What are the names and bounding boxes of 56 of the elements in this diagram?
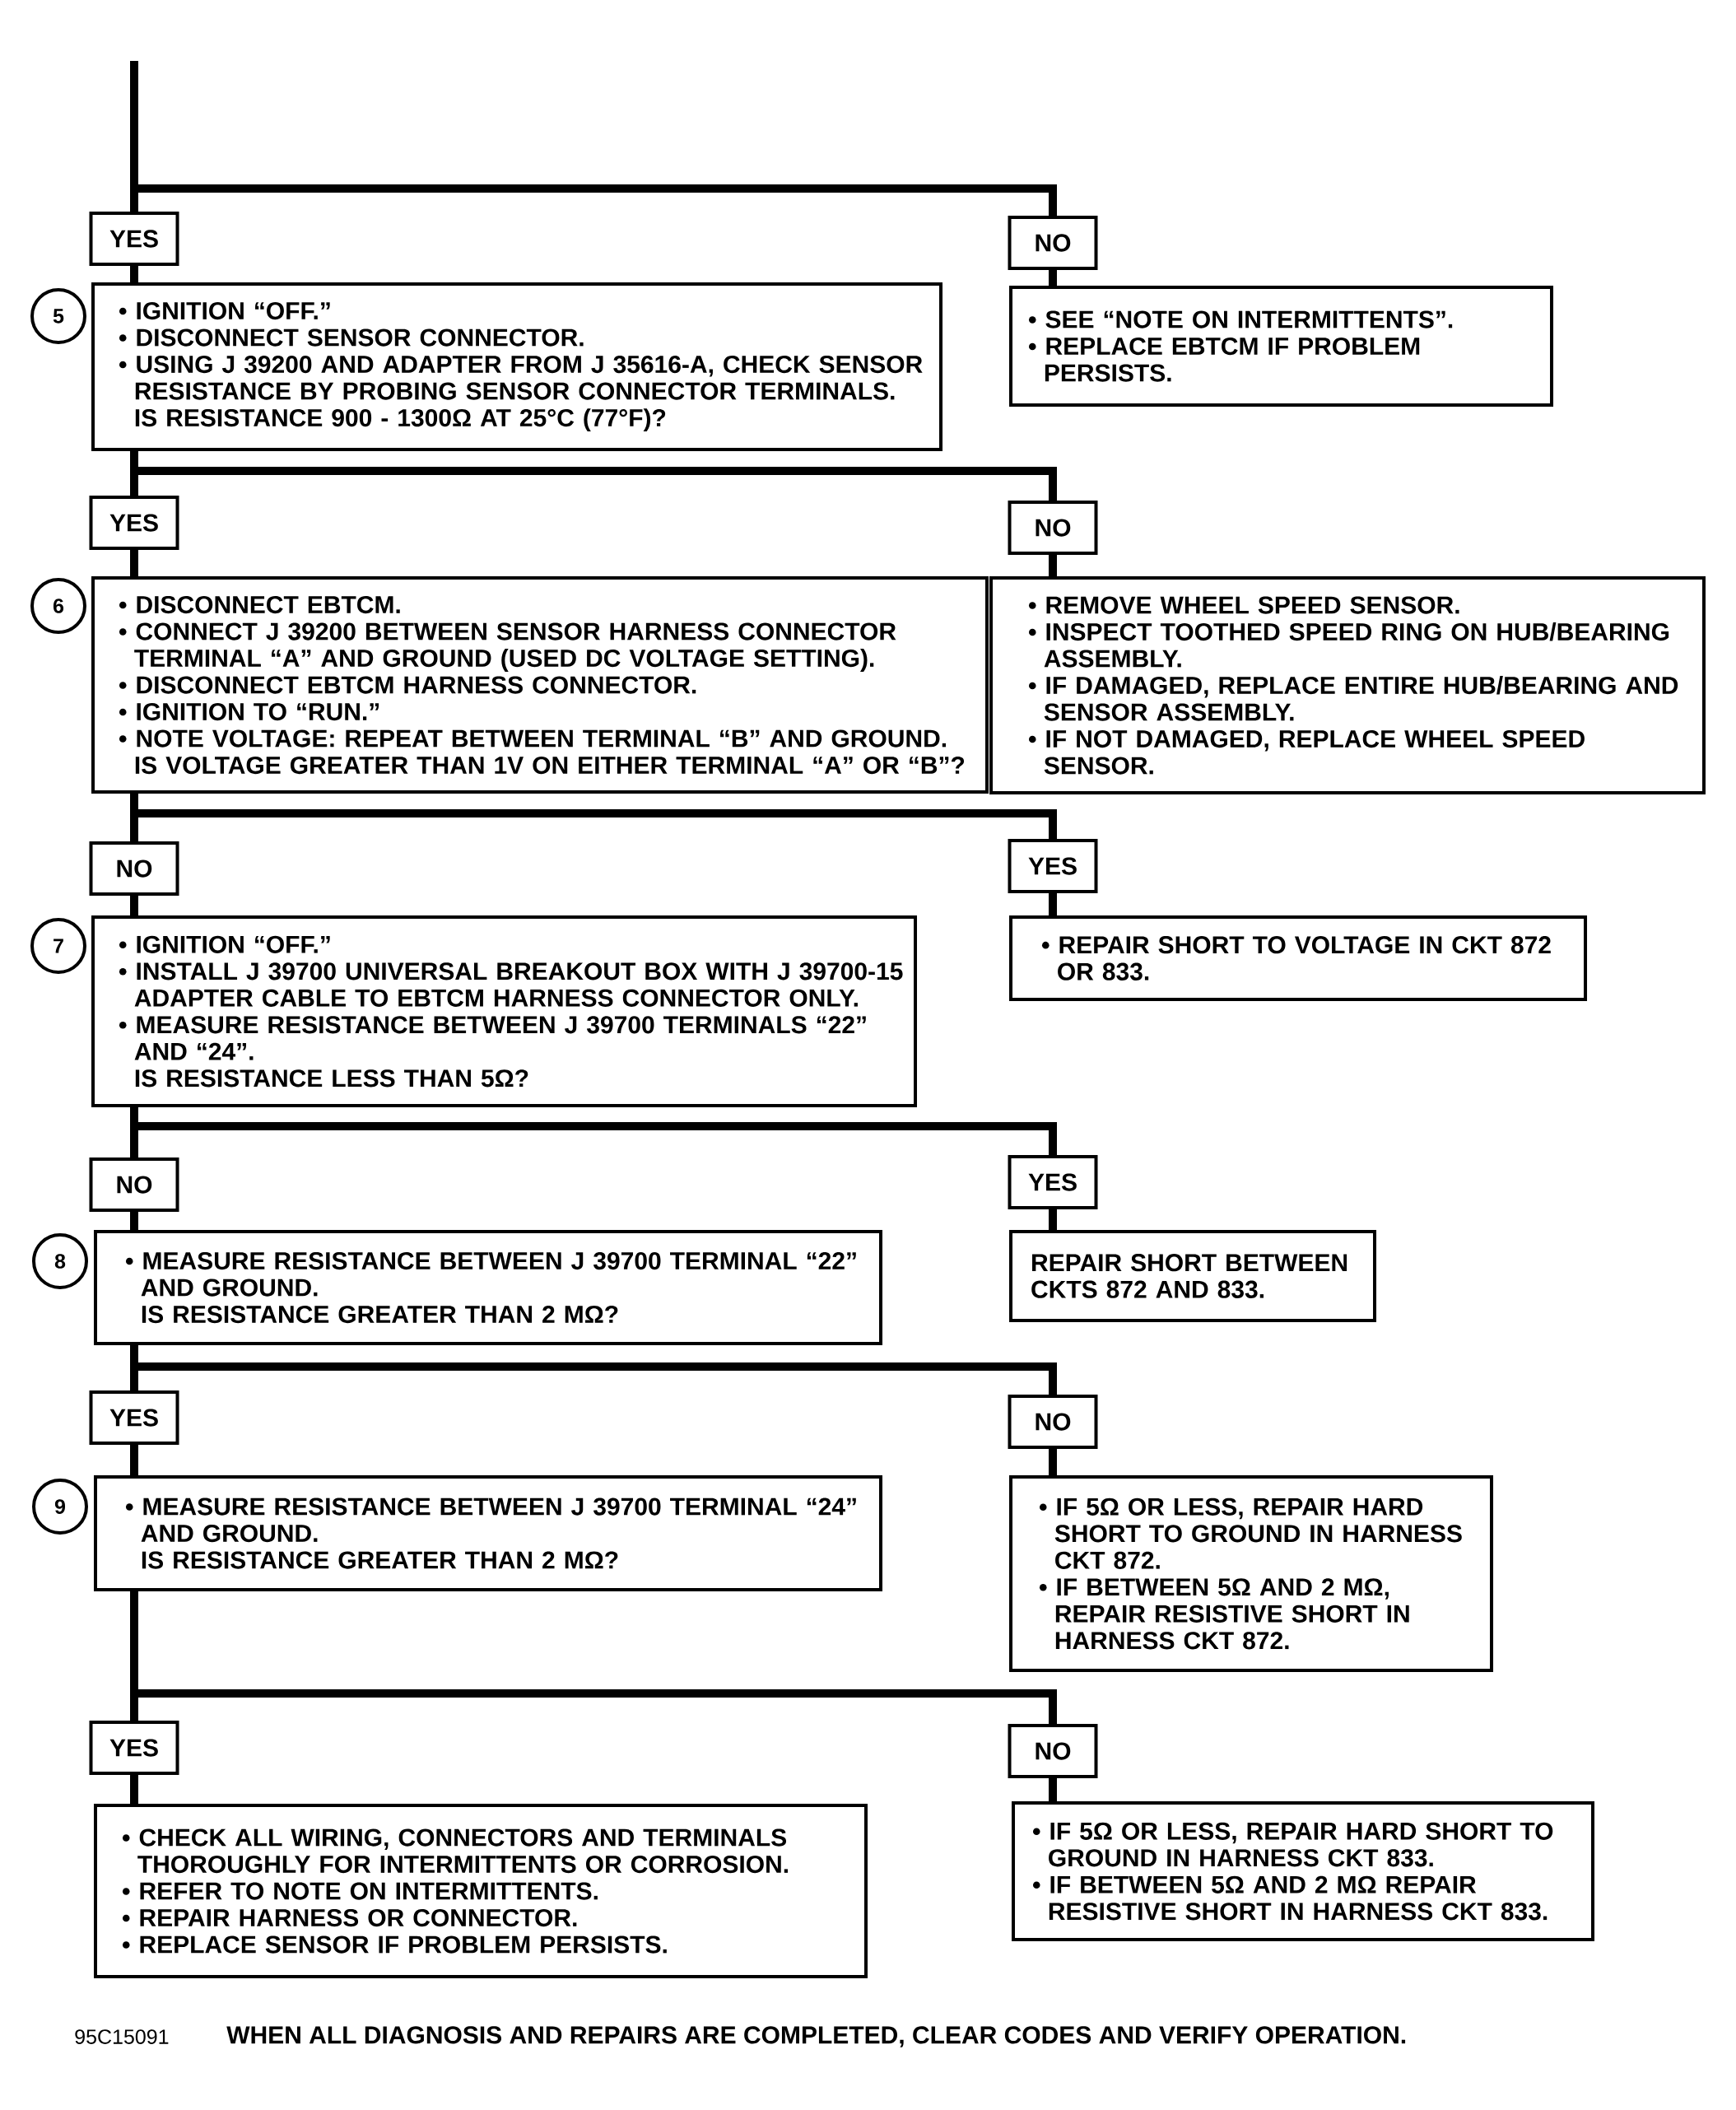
flow-line bbox=[130, 61, 138, 193]
flow-line bbox=[1049, 1449, 1057, 1475]
branch-box: NO bbox=[1008, 1724, 1098, 1779]
flow-line bbox=[130, 475, 138, 496]
action-box: • IF 5Ω OR LESS, REPAIR HARD SHORT TO GROUND IN HARNESS CKT 872. • IF BETWEEN 5Ω AND 2 MΩ, REPAIR RESISTIVE SHORT IN HARNESS CKT 872. bbox=[1009, 1475, 1493, 1672]
flow-line bbox=[130, 266, 138, 282]
flow-line bbox=[130, 193, 138, 212]
action-box: • REPAIR SHORT TO VOLTAGE IN CKT 872 OR 833. bbox=[1009, 915, 1587, 1001]
branch-box: NO bbox=[1008, 501, 1098, 555]
action-box: REPAIR SHORT BETWEEN CKTS 872 AND 833. bbox=[1009, 1230, 1376, 1322]
figure-number: 95C15091 bbox=[75, 2029, 169, 2044]
flow-line bbox=[130, 1371, 138, 1390]
branch-box: NO bbox=[1008, 1395, 1098, 1449]
flow-line bbox=[138, 184, 1057, 216]
flow-line bbox=[130, 550, 138, 576]
flow-line bbox=[1049, 1209, 1057, 1230]
flow-line bbox=[130, 1212, 138, 1230]
flow-line bbox=[1049, 1778, 1057, 1801]
flow-line bbox=[1049, 270, 1057, 286]
branch-box: YES bbox=[1008, 839, 1098, 893]
branch-box: YES bbox=[89, 212, 179, 266]
branch-box: YES bbox=[1008, 1155, 1098, 1209]
flow-line bbox=[130, 1445, 138, 1475]
flow-line bbox=[138, 809, 1057, 839]
footer-note: WHEN ALL DIAGNOSIS AND REPAIRS ARE COMPLETED, CLEAR CODES AND VERIFY OPERATION. bbox=[226, 2026, 1406, 2047]
flow-line bbox=[130, 896, 138, 915]
branch-box: YES bbox=[89, 496, 179, 550]
flow-line bbox=[130, 1775, 138, 1804]
branch-box: YES bbox=[89, 1721, 179, 1776]
action-box: • REMOVE WHEEL SPEED SENSOR. • INSPECT TOOTHED SPEED RING ON HUB/BEARING ASSEMBLY. • IF DAMAGED, REPLACE ENTIRE HUB/BEARING AND SENSOR ASSEMBLY. • IF NOT DAMAGED, REPLACE WHEEL SPEED SENSOR. bbox=[989, 576, 1706, 794]
flow-line bbox=[130, 1698, 138, 1721]
branch-box: NO bbox=[89, 841, 179, 896]
flow-line bbox=[138, 1689, 1057, 1725]
flow-line bbox=[130, 1130, 138, 1157]
flow-line bbox=[130, 817, 138, 841]
flow-line bbox=[130, 451, 138, 475]
flow-line bbox=[138, 1362, 1057, 1395]
step-box: • IGNITION “OFF.” • INSTALL J 39700 UNIVERSAL BREAKOUT BOX WITH J 39700-15 ADAPTER CABLE TO EBTCM HARNESS CONNECTOR ONLY. • MEASURE RESISTANCE BETWEEN J 39700 TERMINALS “22” AND “24”. IS RESISTANCE LESS THAN 5Ω? bbox=[91, 915, 917, 1107]
action-box: • CHECK ALL WIRING, CONNECTORS AND TERMINALS THOROUGHLY FOR INTERMITTENTS OR CORROSION. • REFER TO NOTE ON INTERMITTENTS. • REPAIR HARNESS OR CONNECTOR. • REPLACE SENSOR IF PROBLEM PERSISTS. bbox=[94, 1804, 868, 1979]
step-box: • MEASURE RESISTANCE BETWEEN J 39700 TERMINAL “24” AND GROUND. IS RESISTANCE GREATER THAN 2 MΩ? bbox=[94, 1475, 882, 1591]
flow-line bbox=[1049, 555, 1057, 576]
branch-box: NO bbox=[89, 1157, 179, 1212]
flow-line bbox=[130, 794, 138, 817]
branch-box: YES bbox=[89, 1390, 179, 1445]
flow-line bbox=[130, 1107, 138, 1130]
action-box: • IF 5Ω OR LESS, REPAIR HARD SHORT TO GROUND IN HARNESS CKT 833. • IF BETWEEN 5Ω AND 2 MΩ REPAIR RESISTIVE SHORT IN HARNESS CKT 833. bbox=[1012, 1801, 1595, 1942]
flow-line bbox=[138, 1122, 1057, 1155]
flow-line bbox=[138, 467, 1057, 501]
step-box: • MEASURE RESISTANCE BETWEEN J 39700 TERMINAL “22” AND GROUND. IS RESISTANCE GREATER THAN 2 MΩ? bbox=[94, 1230, 882, 1345]
branch-box: NO bbox=[1008, 216, 1098, 270]
action-box: • SEE “NOTE ON INTERMITTENTS”. • REPLACE EBTCM IF PROBLEM PERSISTS. bbox=[1009, 286, 1553, 407]
flow-line bbox=[130, 1591, 138, 1698]
flow-line bbox=[1049, 893, 1057, 915]
flow-line bbox=[130, 1345, 138, 1371]
step-box: • IGNITION “OFF.” • DISCONNECT SENSOR CONNECTOR. • USING J 39200 AND ADAPTER FROM J 35616-A, CHECK SENSOR RESISTANCE BY PROBING SENSOR CONNECTOR TERMINALS. IS RESISTANCE 900 - 1300Ω AT 25°C (77°F)? bbox=[91, 282, 942, 451]
step-box: • DISCONNECT EBTCM. • CONNECT J 39200 BETWEEN SENSOR HARNESS CONNECTOR TERMINAL “A” AND GROUND (USED DC VOLTAGE SETTING). • DISCONNECT EBTCM HARNESS CONNECTOR. • IGNITION TO “RUN.” • NOTE VOLTAGE: REPEAT BETWEEN TERMINAL “B” AND GROUND. IS VOLTAGE GREATER THAN 1V ON EITHER TERMINAL “A” OR “B”? bbox=[91, 576, 989, 794]
